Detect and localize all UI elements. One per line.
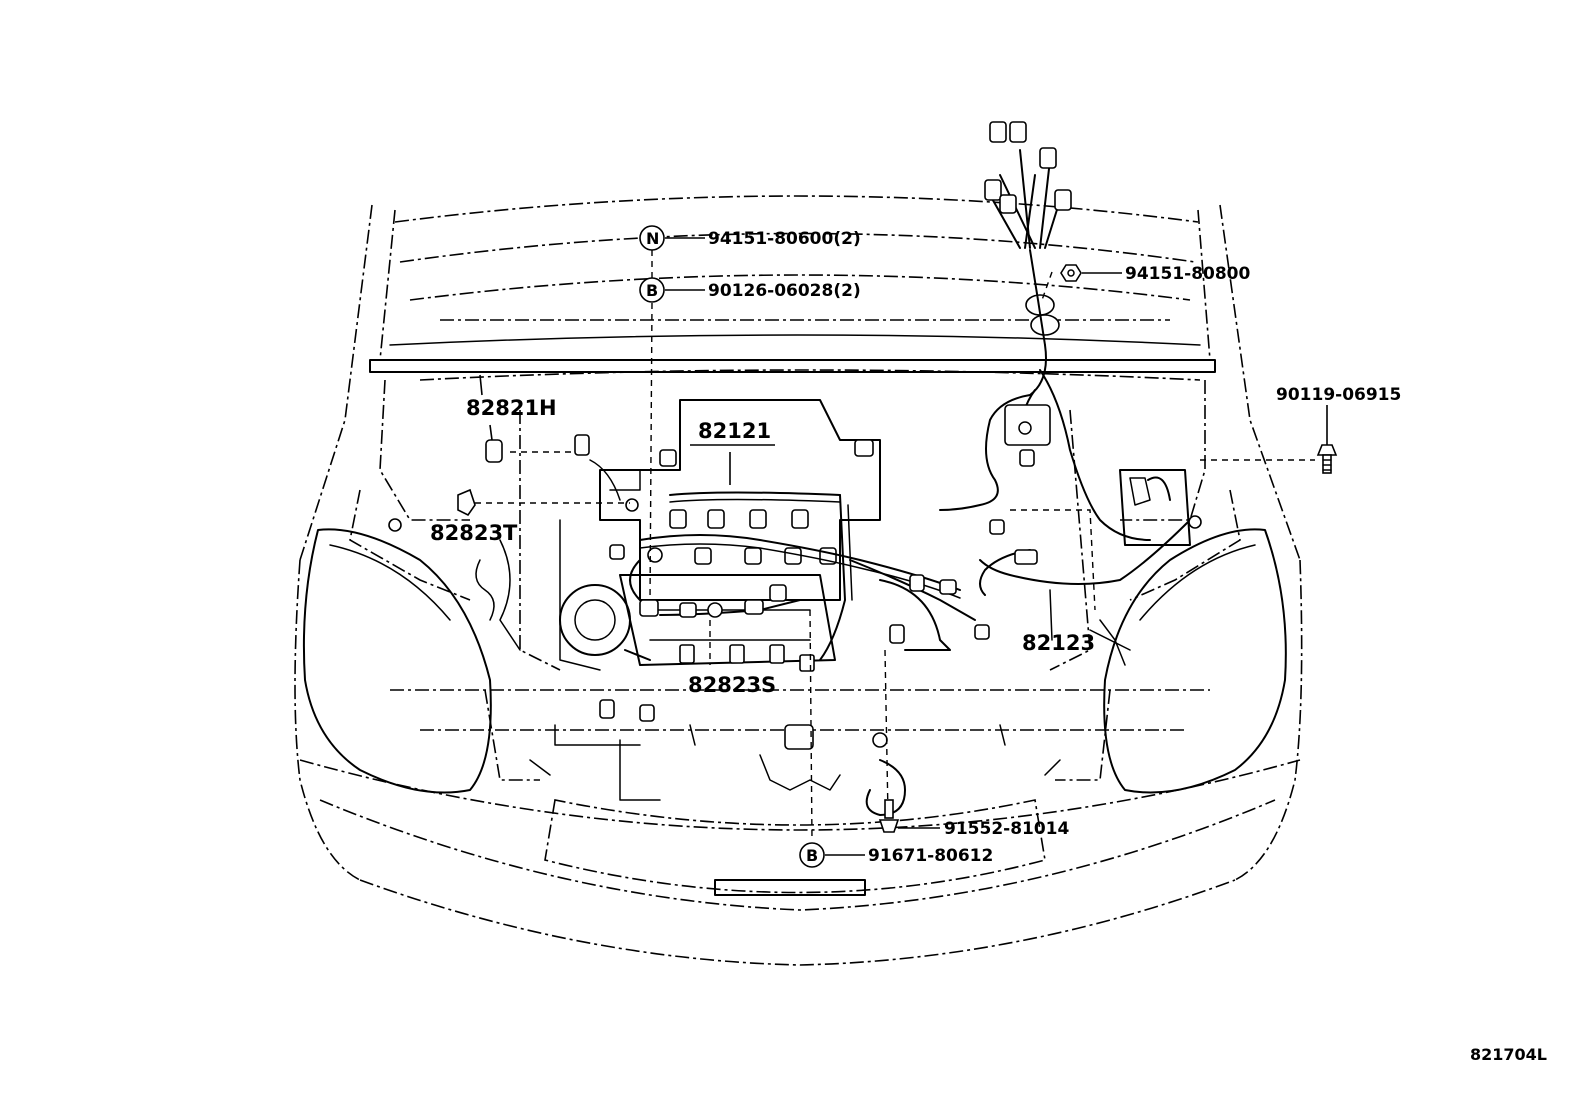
part-number-label: 90126-06028(2) [708,281,861,301]
callout-94151-80600: N 94151-80600(2) [639,225,861,251]
part-number-label: 94151-80800 [1125,264,1251,284]
car-body-outline [294,195,1303,966]
part-number-label: 82821H [466,396,557,420]
bolt-icon [1316,444,1338,456]
wire-harness-82123 [939,121,1202,666]
callout-91671-80612: B 91671-80612 [799,842,993,868]
part-number-label: 82121 [698,419,771,443]
part-number-label: 91552-81014 [944,819,1070,839]
callout-91552-81014: 91552-81014 [898,819,1070,839]
callout-82823S: 82823S [688,673,776,697]
nut-icon [1060,264,1082,282]
callout-82821H: 82821H [466,396,557,420]
callout-90126-06028: B 90126-06028(2) [639,277,861,303]
part-number-label: 82823S [688,673,776,697]
cowl-panel [369,334,1216,373]
left-harness-parts [388,374,503,621]
callout-82121: 82121 [698,419,771,443]
diagram-code: 821704L [1470,1045,1547,1064]
part-number-label: 94151-80600(2) [708,229,861,249]
symbol-n: N [646,229,659,248]
part-number-label: 82823T [430,521,518,545]
bolt-icon-2 [878,819,900,833]
wire-harness-82121 [574,434,990,661]
callout-82123: 82123 [1022,631,1095,655]
symbol-b: B [646,281,658,300]
left-headlamp [302,528,492,794]
callout-90119-06915: 90119-06915 [1276,385,1401,445]
symbol-b: B [806,846,818,865]
callout-82823T: 82823T [430,521,518,545]
part-number-label: 91671-80612 [868,846,993,866]
radiator-area [529,699,1061,896]
leader-lines [475,250,1315,841]
engine-assembly [499,399,881,672]
right-headlamp [1103,528,1287,794]
callout-94151-80800: 94151-80800 [1082,264,1251,284]
part-number-label: 82123 [1022,631,1095,655]
fasteners [878,264,1338,833]
part-number-label: 90119-06915 [1276,385,1401,405]
